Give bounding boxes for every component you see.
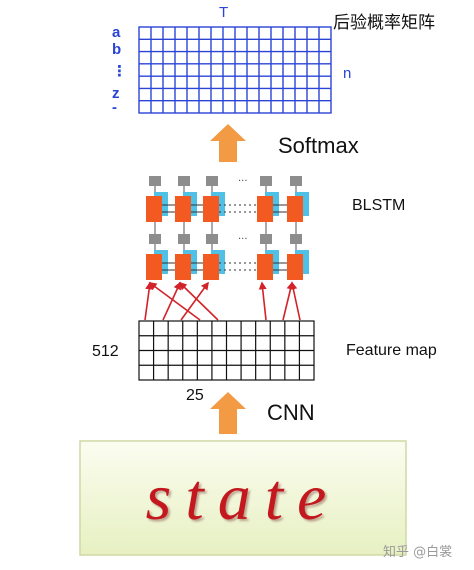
lstm-forward-cell — [175, 196, 191, 222]
lstm-gate-gray — [149, 234, 161, 244]
lstm-gate-gray — [260, 234, 272, 244]
feature-to-lstm-arrow — [258, 281, 267, 321]
feature-to-lstm-arrow — [289, 281, 301, 321]
lstm-gate-gray — [206, 176, 218, 186]
blstm-network: ··· ··· — [144, 176, 309, 321]
lstm-gate-gray — [206, 234, 218, 244]
frames-label: n — [343, 65, 352, 82]
posterior-matrix-title: 后验概率矩阵 — [333, 13, 435, 33]
feature-to-lstm-arrow — [178, 281, 219, 321]
lstm-gate-gray — [178, 234, 190, 244]
feature-to-lstm-arrow — [162, 281, 181, 321]
row-label-blank: - — [112, 99, 117, 116]
row-label-a: a — [112, 24, 121, 41]
lstm-forward-cell — [146, 196, 162, 222]
lstm-forward-cell — [257, 196, 273, 222]
row-label-z: z — [112, 85, 120, 102]
feature-to-lstm-arrow — [144, 281, 154, 321]
lstm-forward-cell — [203, 196, 219, 222]
feature-to-lstm-arrow — [282, 281, 295, 321]
lstm-ellipsis: ··· — [238, 234, 248, 245]
lstm-forward-cell — [146, 254, 162, 280]
lstm-forward-cell — [287, 196, 303, 222]
cnn-arrow — [210, 392, 246, 434]
feature-map-label: Feature map — [346, 342, 437, 359]
input-word: state — [80, 441, 406, 555]
lstm-gate-gray — [178, 176, 190, 186]
input-word-text: state — [145, 461, 341, 534]
lstm-gate-gray — [290, 234, 302, 244]
lstm-ellipsis: ··· — [238, 176, 248, 187]
watermark: 知乎 @白裳 — [383, 545, 453, 560]
lstm-forward-cell — [175, 254, 191, 280]
time-axis-label: T — [219, 4, 229, 21]
row-label-ellipsis: ⋮ — [112, 63, 127, 80]
lstm-gate-gray — [260, 176, 272, 186]
lstm-gate-gray — [149, 176, 161, 186]
feature-to-lstm-arrow — [180, 281, 209, 321]
input-image-box — [79, 440, 407, 556]
cnn-label: CNN — [267, 400, 315, 425]
feature-map-grid — [138, 320, 315, 381]
blstm-label: BLSTM — [352, 197, 406, 214]
lstm-forward-cell — [203, 254, 219, 280]
feature-width-label: 25 — [186, 387, 204, 404]
softmax-arrow — [210, 124, 246, 162]
probability-matrix-grid — [138, 26, 332, 114]
softmax-label: Softmax — [278, 133, 359, 158]
lstm-gate-gray — [290, 176, 302, 186]
lstm-forward-cell — [257, 254, 273, 280]
feature-height-label: 512 — [92, 343, 119, 360]
row-label-b: b — [112, 41, 122, 58]
feature-to-lstm-arrow — [148, 282, 201, 321]
lstm-forward-cell — [287, 254, 303, 280]
